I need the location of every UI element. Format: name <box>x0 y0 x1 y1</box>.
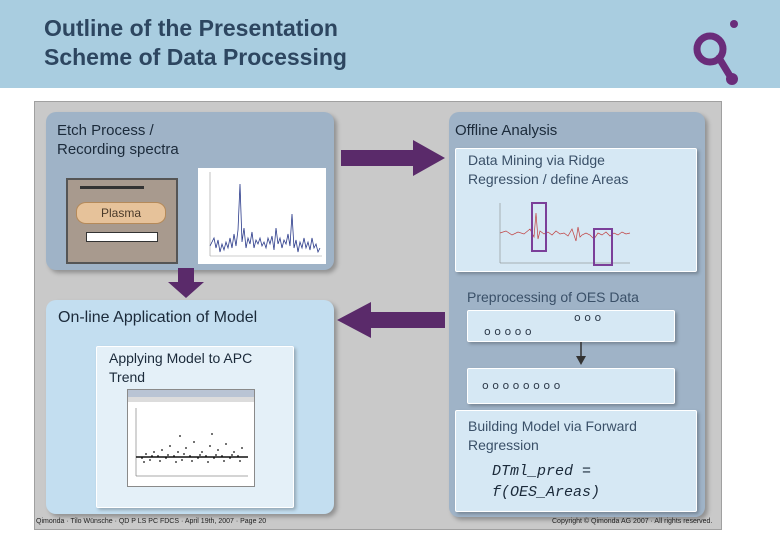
building-model-box: Building Model via Forward Regression DT… <box>455 410 697 512</box>
etch-title-line2: Recording spectra <box>57 141 179 158</box>
online-application-title: On-line Application of Model <box>58 309 258 326</box>
slide-title-line1: Outline of the Presentation <box>44 15 338 41</box>
footer-left: Qimonda · Tilo Wünsche · QD P LS PC FDCS… <box>36 518 267 525</box>
data-mining-text: Data Mining via Ridge Regression / defin… <box>468 151 628 189</box>
apply-model-line1: Applying Model to APC <box>109 350 253 366</box>
etch-title-line1: Etch Process / <box>57 122 154 139</box>
oes-areas-box: o o o o o o o o <box>467 368 675 404</box>
arrow-right-icon <box>341 140 445 176</box>
preprocessing-label: Preprocessing of OES Data <box>467 289 639 305</box>
slide-area: Etch Process / Recording spectra Plasma … <box>34 101 722 530</box>
offline-analysis-title: Offline Analysis <box>455 122 558 139</box>
header-bar <box>0 0 780 88</box>
formula-line1: DTml_pred = <box>492 463 592 480</box>
online-application-panel: On-line Application of Model Applying Mo… <box>46 300 334 514</box>
data-mining-line2: Regression / define Areas <box>468 171 629 187</box>
etch-process-title: Etch Process / Recording spectra <box>57 121 179 159</box>
arrow-down-icon <box>168 268 204 298</box>
formula-line2: f(OES_Areas) <box>492 484 601 501</box>
data-mining-line1: Data Mining via Ridge <box>468 152 605 168</box>
highlight-area-1 <box>531 202 547 252</box>
oes-spectrum-chart <box>198 168 326 264</box>
apply-model-text: Applying Model to APC Trend <box>109 349 252 387</box>
data-mining-box: Data Mining via Ridge Regression / defin… <box>455 148 697 272</box>
apply-model-line2: Trend <box>109 369 146 385</box>
apc-scatter-points <box>141 433 243 463</box>
model-formula: DTml_pred = f(OES_Areas) <box>492 461 600 503</box>
chamber-top-electrode <box>80 186 144 189</box>
apc-trend-screenshot <box>127 389 255 487</box>
preprocessing-down-arrow-icon <box>576 342 586 365</box>
highlight-area-2 <box>593 228 613 266</box>
slide-title-line2: Scheme of Data Processing <box>44 44 347 70</box>
apc-window-toolbar <box>128 397 254 402</box>
spectrum-line <box>209 183 321 254</box>
apply-model-box: Applying Model to APC Trend <box>96 346 294 508</box>
offline-analysis-panel: Offline Analysis Data Mining via Ridge R… <box>449 112 705 517</box>
preprocessing-circles-top: o o o <box>574 311 602 324</box>
oes-areas-circles: o o o o o o o o <box>482 379 561 392</box>
slide-title: Outline of the Presentation Scheme of Da… <box>44 14 347 72</box>
etch-process-panel: Etch Process / Recording spectra Plasma <box>46 112 334 270</box>
chamber-wafer <box>86 232 158 242</box>
qimonda-logo-icon <box>693 20 738 85</box>
ridge-coefficient-line <box>499 212 631 242</box>
chamber-diagram: Plasma <box>66 178 178 264</box>
preprocessing-circles-mid: o o o o o <box>484 325 532 338</box>
arrow-left-icon <box>337 302 445 338</box>
apc-trend-scatter <box>135 408 248 477</box>
apc-window-titlebar <box>128 390 254 397</box>
preprocessing-box: o o o o o o o o <box>467 310 675 342</box>
plasma-label-box: Plasma <box>76 202 166 224</box>
footer-right: Copyright © Qimonda AG 2007 · All rights… <box>552 518 713 525</box>
building-model-text: Building Model via Forward Regression <box>468 417 637 455</box>
ridge-regression-chart <box>499 202 631 266</box>
building-model-line1: Building Model via Forward <box>468 418 637 434</box>
building-model-line2: Regression <box>468 437 539 453</box>
